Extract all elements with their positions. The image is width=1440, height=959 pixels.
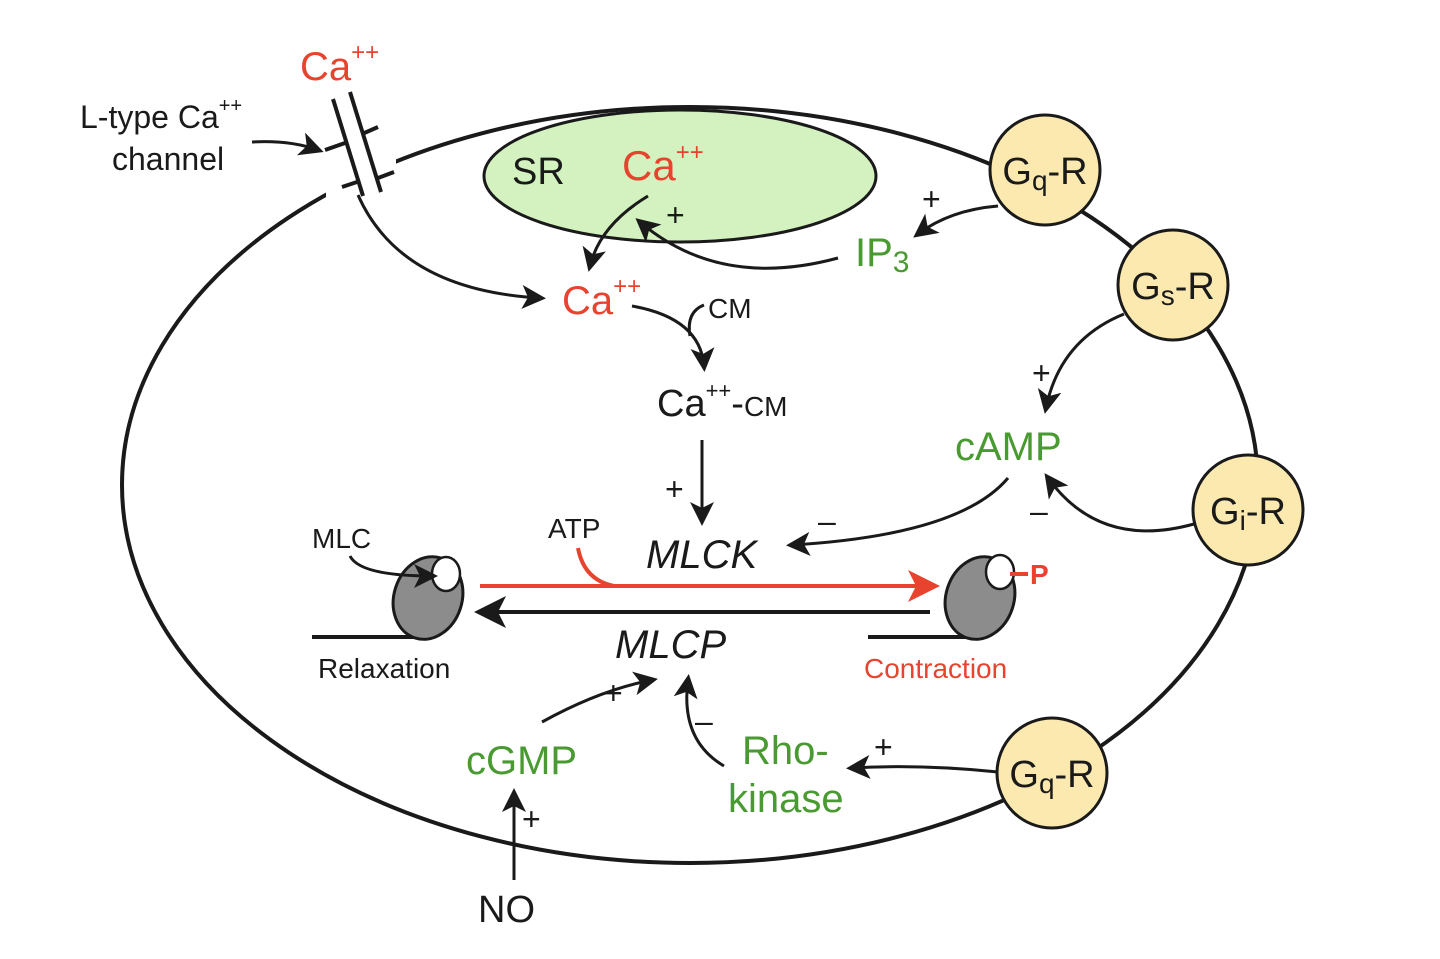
mlc-label: MLC <box>312 523 371 554</box>
camp-plus: + <box>1032 355 1051 391</box>
svg-text:Gs-R: Gs-R <box>1131 266 1215 311</box>
svg-text:Gq-R: Gq-R <box>1002 151 1087 196</box>
phosphate-label: P <box>1030 559 1049 590</box>
relaxation-label: Relaxation <box>318 653 450 684</box>
mlck-plus: + <box>665 471 684 507</box>
mlcp-label: MLCP <box>615 623 726 667</box>
cytosolic-ca: Ca++ <box>562 273 641 323</box>
cm-label: CM <box>708 293 752 324</box>
atp-label: ATP <box>548 513 600 544</box>
sr-plus: + <box>666 197 685 233</box>
contraction-label: Contraction <box>864 653 1007 684</box>
rho-label-line1: Rho- <box>742 729 829 773</box>
sr-label: SR <box>512 151 565 193</box>
ca-cm-complex: Ca++-CM <box>657 378 787 425</box>
cgmp-label: cGMP <box>466 739 577 783</box>
camp-label: cAMP <box>955 425 1062 469</box>
mlck-minus: – <box>818 503 836 539</box>
mlcp-plus: + <box>604 675 623 711</box>
svg-text:Gq-R: Gq-R <box>1009 754 1094 799</box>
receptor-gi: Gi-R <box>1191 453 1305 567</box>
cgmp-plus: + <box>522 801 541 837</box>
camp-minus: – <box>1030 493 1048 529</box>
myosin-head-relaxed <box>391 555 465 641</box>
svg-text:Gi-R: Gi-R <box>1210 491 1286 536</box>
channel-label-line1: L-type Ca++ <box>80 95 242 135</box>
receptor-gq-top: Gq-R <box>988 113 1102 227</box>
mlck-label: MLCK <box>646 533 759 577</box>
receptor-gs: Gs-R <box>1116 228 1230 342</box>
ip3-label: IP3 <box>855 231 909 279</box>
extracellular-ca: Ca++ <box>300 39 379 89</box>
sr-ca-label: Ca++ <box>622 139 704 189</box>
ip3-plus: + <box>922 181 941 217</box>
receptor-gq-bottom: Gq-R <box>995 716 1109 830</box>
rho-plus: + <box>874 729 893 765</box>
sarcoplasmic-reticulum <box>482 108 878 244</box>
channel-label-line2: channel <box>112 141 224 177</box>
rho-label-line2: kinase <box>728 777 844 821</box>
mlcp-minus: – <box>695 703 713 739</box>
no-label: NO <box>478 889 535 931</box>
